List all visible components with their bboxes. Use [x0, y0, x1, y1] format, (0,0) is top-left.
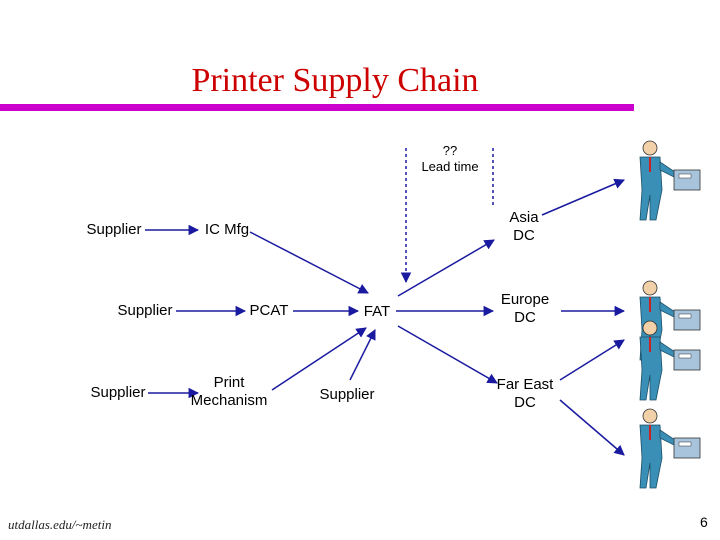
europe-dc-line2: DC: [514, 309, 536, 326]
customer-with-printer-icon: [639, 320, 701, 401]
arrow-print-mechanism-to-fat: [271, 327, 367, 391]
page-number: 6: [700, 514, 708, 530]
slide-title: Printer Supply Chain: [191, 62, 479, 99]
arrow-fat-to-far-east-dc: [397, 325, 498, 384]
node-supplier-2: Supplier: [117, 302, 173, 319]
arrow-ic-mfg-to-fat: [249, 231, 369, 294]
node-supplier-3: Supplier: [90, 384, 146, 401]
node-supplier-1: Supplier: [86, 221, 142, 238]
arrow-far-east-dc-to-customer-1: [559, 339, 625, 381]
lead-time-question: ??: [442, 143, 458, 158]
node-pcat: PCAT: [249, 302, 289, 319]
customer-with-printer-icon: [639, 408, 701, 489]
node-ic-mfg: IC Mfg: [204, 221, 250, 238]
arrow-supplier-to-fat: [349, 329, 376, 381]
lead-time-text: Lead time: [421, 159, 479, 174]
asia-dc-line2: DC: [513, 227, 535, 244]
print-mechanism-line1: Print: [213, 374, 245, 391]
title-underline: [0, 104, 634, 111]
far-east-dc-line2: DC: [514, 394, 536, 411]
node-asia-dc: Asia DC: [497, 209, 551, 245]
footer-url: utdallas.edu/~metin: [8, 517, 112, 532]
node-far-east-dc: Far East DC: [490, 376, 560, 412]
arrow-fat-to-asia-dc: [397, 239, 495, 297]
asia-dc-line1: Asia: [509, 209, 539, 226]
node-print-mechanism: Print Mechanism: [186, 374, 272, 410]
europe-dc-line1: Europe: [500, 291, 550, 308]
node-supplier-4: Supplier: [319, 386, 375, 403]
lead-time-label: ?? Lead time: [400, 143, 500, 175]
node-europe-dc: Europe DC: [494, 291, 556, 327]
node-fat: FAT: [363, 303, 391, 320]
far-east-dc-line1: Far East: [496, 376, 554, 393]
arrow-asia-dc-to-customer: [541, 178, 625, 216]
print-mechanism-line2: Mechanism: [190, 392, 268, 409]
customer-with-printer-icon: [639, 140, 701, 221]
arrow-far-east-dc-to-customer-2: [559, 399, 625, 456]
